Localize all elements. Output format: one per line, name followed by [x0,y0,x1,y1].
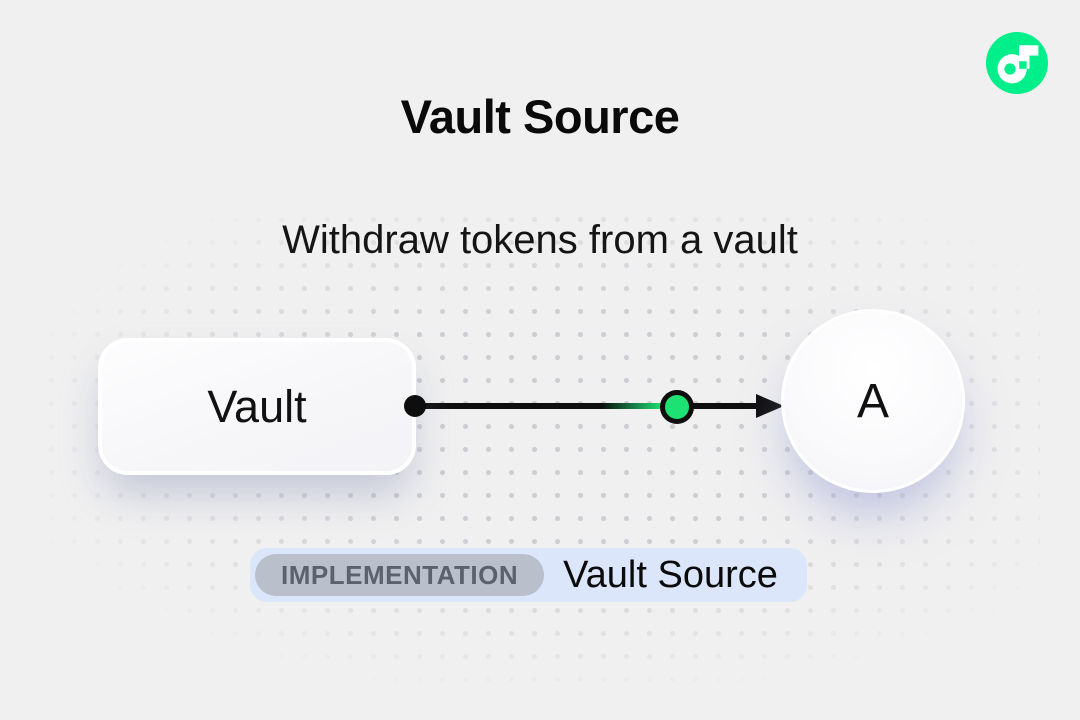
flow-logo-icon [986,32,1048,94]
edge-green-glow [602,403,662,409]
account-node: A [781,309,965,493]
account-node-label: A [856,374,889,428]
implementation-badge: IMPLEMENTATION Vault Source [250,548,807,602]
vault-node: Vault [98,338,416,475]
page-title: Vault Source [400,90,680,144]
vault-node-label: Vault [207,380,307,432]
arrowhead-icon [756,394,784,418]
edge-start-dot [404,395,426,417]
page-subtitle: Withdraw tokens from a vault [282,218,798,262]
badge-kind-pill: IMPLEMENTATION [255,554,545,596]
token-dot [660,390,694,424]
edge-line [415,403,761,409]
badge-title: Vault Source [563,553,778,596]
